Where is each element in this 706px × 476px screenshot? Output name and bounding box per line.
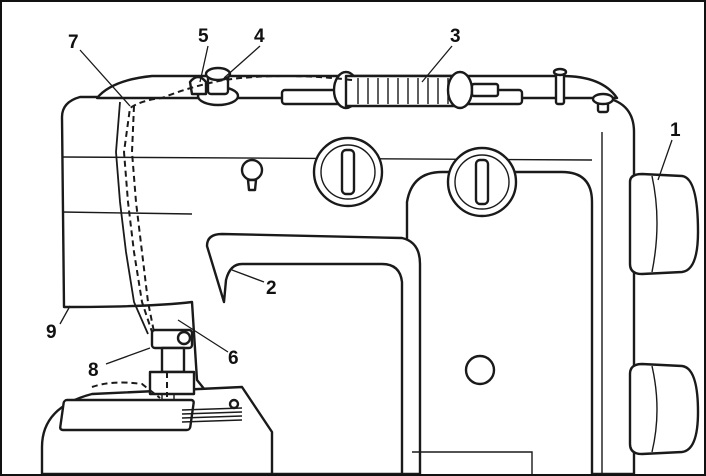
thread-guide-knob bbox=[240, 158, 264, 192]
needle-plate bbox=[59, 398, 243, 432]
callout-6: 6 bbox=[228, 348, 239, 369]
thread-tension-guide bbox=[188, 66, 240, 107]
callout-7: 7 bbox=[68, 32, 79, 53]
callout-3: 3 bbox=[450, 26, 461, 47]
callout-labels: 1 2 3 4 5 6 7 8 9 bbox=[46, 26, 681, 381]
callout-1: 1 bbox=[670, 120, 681, 141]
callout-9: 9 bbox=[46, 322, 57, 343]
stitch-dials bbox=[312, 136, 518, 218]
callout-8: 8 bbox=[88, 360, 99, 381]
callout-2: 2 bbox=[266, 278, 277, 299]
spool-of-thread bbox=[280, 70, 524, 110]
thread-path bbox=[91, 75, 353, 399]
needle-assembly bbox=[148, 328, 196, 413]
leader-lines bbox=[59, 45, 673, 365]
callout-5: 5 bbox=[198, 26, 209, 47]
handwheel bbox=[628, 172, 700, 456]
callout-4: 4 bbox=[254, 26, 265, 47]
bobbin-winder-pins bbox=[552, 67, 615, 114]
reverse-button bbox=[464, 354, 496, 386]
